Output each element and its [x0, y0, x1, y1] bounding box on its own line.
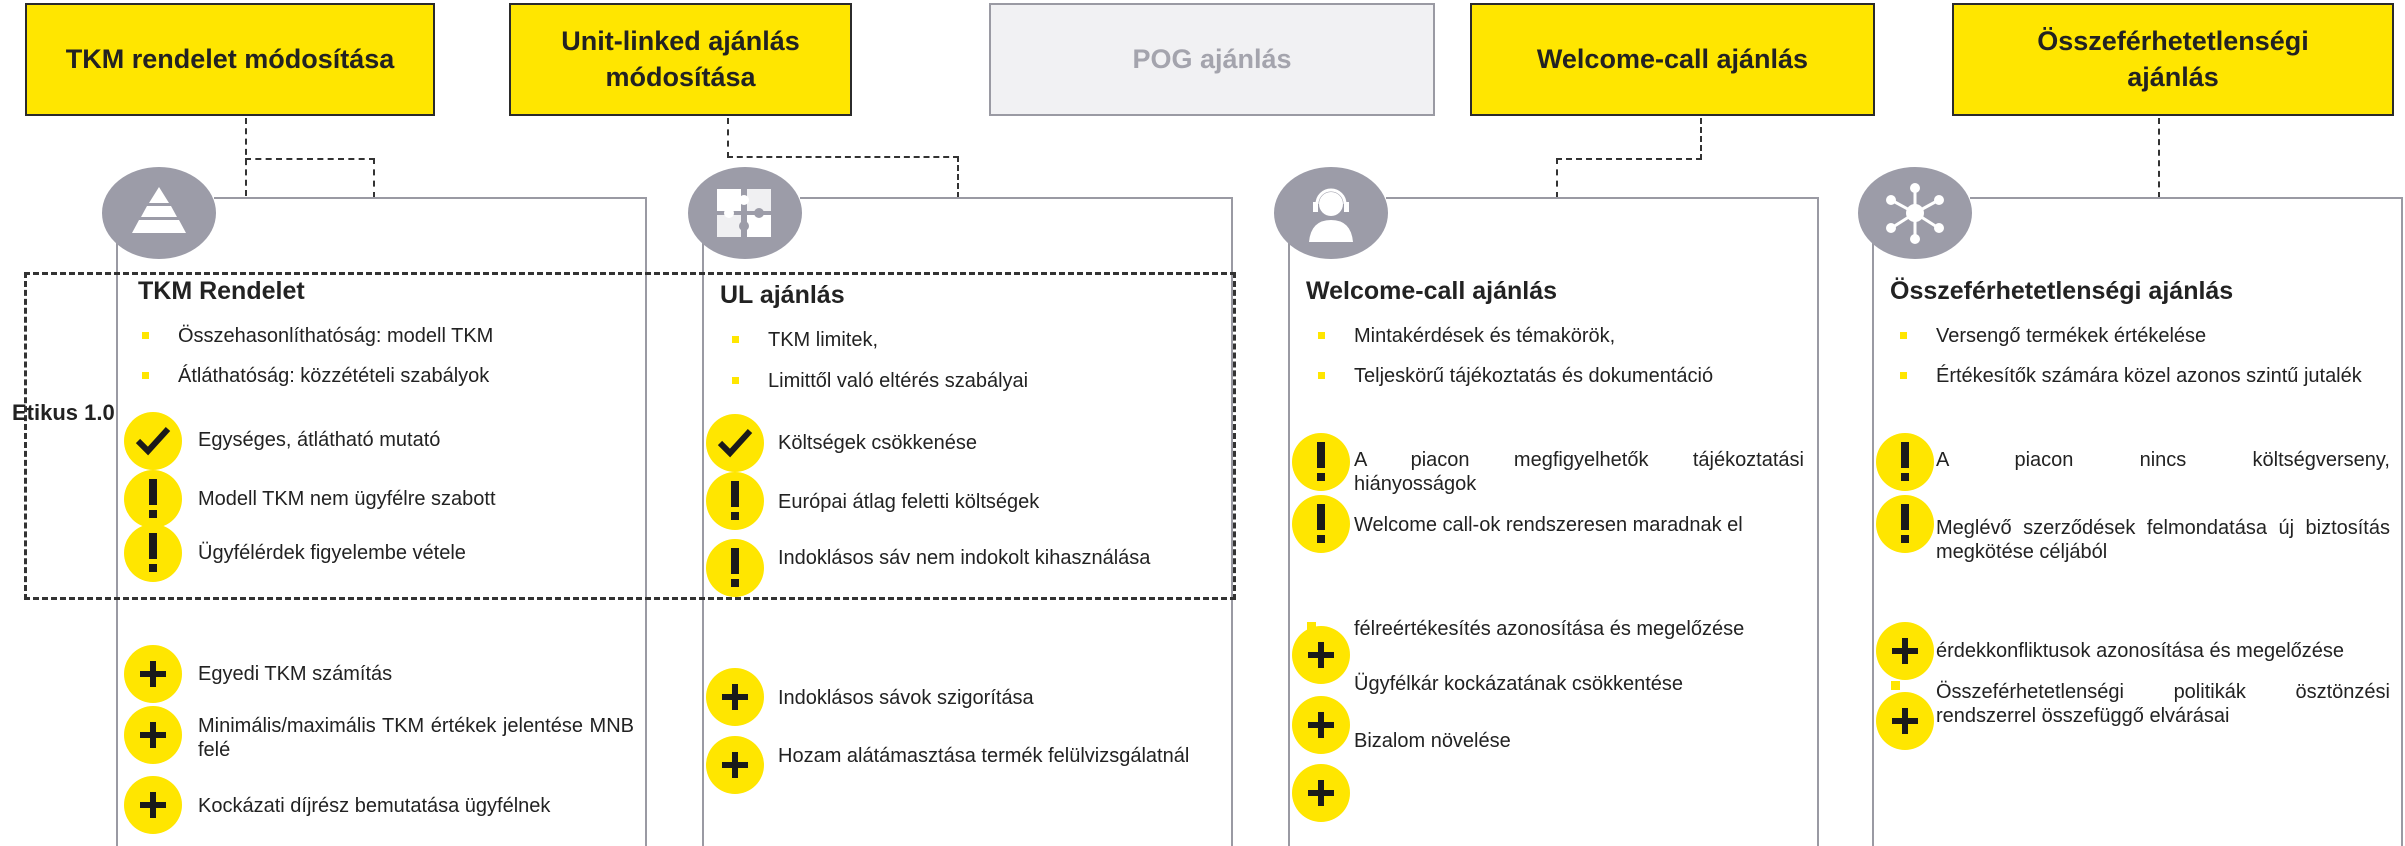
- header-welcome-call: Welcome-call ajánlás: [1470, 3, 1875, 116]
- panel-ul-title: UL ajánlás: [720, 281, 845, 309]
- network-hub-icon: [1858, 167, 1972, 259]
- exclamation-icon: [706, 472, 764, 530]
- panel-tkm-top: [214, 197, 647, 199]
- header-pog-label: POG ajánlás: [1132, 43, 1292, 74]
- puzzle-icon: [688, 167, 802, 259]
- list-item: Teljeskörű tájékoztatás és dokumentáció: [1318, 364, 1804, 388]
- header-tkm-label: TKM rendelet módosítása: [65, 43, 395, 74]
- exclamation-icon: [124, 524, 182, 582]
- panel-osszefer-top: [1970, 197, 2403, 199]
- pyramid-icon: [102, 167, 216, 259]
- check-item: Egységes, átlátható mutató: [198, 429, 441, 451]
- bullet-dot: [1891, 681, 1900, 690]
- connector-4: [1556, 158, 1702, 198]
- list-item: TKM limitek,: [732, 328, 1208, 352]
- connector-1: [245, 118, 375, 196]
- warning-item: Indoklásos sáv nem indokolt kihasználása: [778, 547, 1151, 569]
- panel-ul-top: [800, 197, 1233, 199]
- headset-agent-icon: [1274, 167, 1388, 259]
- warning-item: Welcome call-ok rendszeresen maradnak el: [1354, 514, 1743, 536]
- warning-item: Európai átlag feletti költségek: [778, 491, 1040, 513]
- plus-item: Egyedi TKM számítás: [198, 663, 393, 685]
- plus-icon: [1292, 626, 1350, 684]
- list-item: Mintakérdések és témakörök,: [1318, 324, 1804, 348]
- header-welcome-call-label: Welcome-call ajánlás: [1536, 43, 1809, 74]
- connector-2: [727, 118, 729, 158]
- plus-item: Ügyfélkár kockázatának csökkentése: [1354, 673, 1684, 695]
- header-unit-linked-label: Unit-linked ajánlás módosítása: [561, 26, 800, 92]
- exclamation-icon: [1876, 495, 1934, 553]
- plus-item: Bizalom növelése: [1354, 730, 1511, 752]
- exclamation-icon: [124, 470, 182, 528]
- list-item: Értékesítők számára közel azonos szintű …: [1900, 364, 2390, 388]
- panel-ul: [702, 198, 1233, 846]
- exclamation-icon: [1292, 433, 1350, 491]
- panel-tkm: [116, 198, 647, 846]
- plus-item: érdekkonfliktusok azonosítása és megelőz…: [1936, 640, 2345, 662]
- etikus-label: Etikus 1.0: [12, 400, 115, 425]
- plus-icon: [124, 776, 182, 834]
- plus-item: félreértékesítés azonosítása és megelőzé…: [1354, 618, 1745, 640]
- plus-item: Összeférhetetlenségi politikák ösztönzés…: [1936, 681, 2390, 727]
- plus-icon: [124, 706, 182, 764]
- warning-item: A piacon nincs költségverseny,: [1936, 449, 2390, 471]
- plus-item: Indoklásos sávok szigorítása: [778, 687, 1034, 709]
- plus-icon: [1876, 622, 1934, 680]
- panel-tkm-title: TKM Rendelet: [138, 277, 305, 305]
- connector-2b: [727, 156, 959, 198]
- plus-item: Minimális/maximális TKM értékek jelentés…: [198, 715, 634, 761]
- plus-item: Hozam alátámasztása termék felülvizsgála…: [778, 745, 1190, 767]
- warning-item: Meglévő szerződések felmondatása új bizt…: [1936, 517, 2390, 563]
- plus-item: Kockázati díjrész bemutatása ügyfélnek: [198, 795, 551, 817]
- list-item: Átláthatóság: közzétételi szabályok: [142, 364, 618, 388]
- header-osszeferhetetlensegi-label: Összeférhetetlenségi ajánlás: [2037, 26, 2309, 92]
- header-tkm: TKM rendelet módosítása: [25, 3, 435, 116]
- list-item: Összehasonlíthatóság: modell TKM: [142, 324, 618, 348]
- connector-4b: [1700, 118, 1702, 160]
- etikus-region: [24, 272, 1236, 600]
- exclamation-icon: [1292, 495, 1350, 553]
- plus-icon: [706, 668, 764, 726]
- header-pog: POG ajánlás: [989, 3, 1435, 116]
- connector-1b: [245, 158, 375, 198]
- list-item: Versengő termékek értékelése: [1900, 324, 2390, 348]
- panel-welcome-title: Welcome-call ajánlás: [1306, 277, 1558, 305]
- warning-item: A piacon megfigyelhetők tájékoztatási hi…: [1354, 449, 1804, 495]
- panel-welcome-top: [1386, 197, 1819, 199]
- panel-welcome: [1288, 198, 1819, 846]
- check-icon: [706, 414, 764, 472]
- list-item: Limittől való eltérés szabályai: [732, 369, 1208, 393]
- warning-item: Ügyfélérdek figyelembe vétele: [198, 542, 466, 564]
- check-item: Költségek csökkenése: [778, 432, 978, 454]
- plus-icon: [1876, 692, 1934, 750]
- plus-icon: [706, 736, 764, 794]
- header-osszeferhetetlensegi: Összeférhetetlenségi ajánlás: [1952, 3, 2394, 116]
- plus-icon: [1292, 764, 1350, 822]
- exclamation-icon: [1876, 433, 1934, 491]
- warning-item: Modell TKM nem ügyfélre szabott: [198, 488, 496, 510]
- exclamation-icon: [706, 539, 764, 597]
- panel-osszefer: [1872, 198, 2403, 846]
- plus-icon: [1292, 696, 1350, 754]
- check-icon: [124, 412, 182, 470]
- header-unit-linked: Unit-linked ajánlás módosítása: [509, 3, 852, 116]
- connector-5: [2158, 118, 2160, 198]
- plus-icon: [124, 645, 182, 703]
- panel-osszefer-title: Összeférhetetlenségi ajánlás: [1890, 277, 2234, 305]
